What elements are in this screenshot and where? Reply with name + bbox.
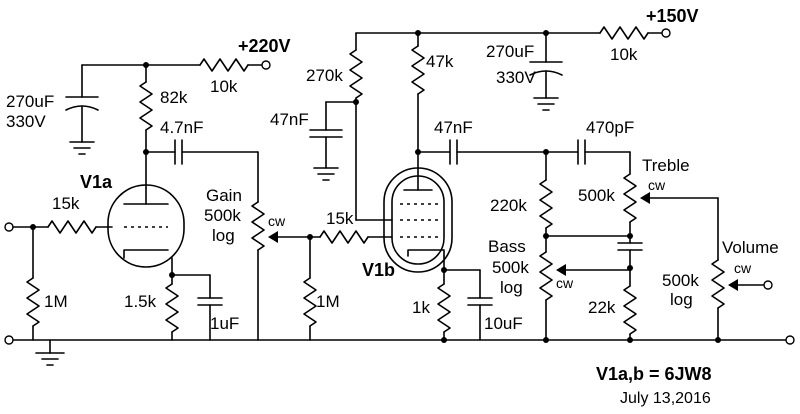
tube-v1b xyxy=(383,167,453,273)
treble-pot-cw: cw xyxy=(648,177,666,193)
c-supply-right-label: 270uF xyxy=(486,42,534,61)
r-grid2-label: 1M xyxy=(316,292,340,311)
c-cathode2-label: 10uF xyxy=(484,314,523,333)
r-slope-label: 220k xyxy=(490,196,527,215)
input-jack xyxy=(4,222,49,232)
volume-pot-taper: log xyxy=(670,290,693,309)
r-supply-right-label: 10k xyxy=(610,45,638,64)
r-cathode2-label: 1k xyxy=(412,298,430,317)
r-gridstop1-label: 15k xyxy=(52,194,80,213)
treble-pot-name: Treble xyxy=(642,156,690,175)
schematic-date: July 13,2016 xyxy=(620,390,711,407)
tube-v1a xyxy=(107,184,185,268)
c-treble-label: 470pF xyxy=(586,118,634,137)
c-couple2-label: 47nF xyxy=(434,118,473,137)
r-grid1-label: 1M xyxy=(44,292,68,311)
gain-pot-cw: cw xyxy=(268,213,286,229)
bass-pot-name: Bass xyxy=(488,237,526,256)
gain-pot-name: Gain xyxy=(206,186,242,205)
rail-150v-label: +150V xyxy=(646,6,699,26)
rail-220v-label: +220V xyxy=(238,36,291,56)
volume-pot-name: Volume xyxy=(722,238,779,257)
c-couple1-label: 4.7nF xyxy=(160,118,203,137)
r-cathode1-label: 1.5k xyxy=(124,292,157,311)
r-gridstop2-label: 15k xyxy=(326,209,354,228)
r-plate1-label: 82k xyxy=(160,88,188,107)
bass-pot-taper: log xyxy=(500,278,523,297)
bass-pot-value: 500k xyxy=(492,258,529,277)
c-supply-left-label: 270uF xyxy=(6,92,54,111)
volume-pot-cw: cw xyxy=(734,260,752,276)
c-cathode1-label: 1uF xyxy=(210,314,239,333)
tube-v1b-label: V1b xyxy=(362,260,395,280)
supply-220v xyxy=(65,58,271,155)
c-supply-right-voltage: 330V xyxy=(496,68,536,87)
ground-bus xyxy=(4,335,795,366)
r-supply-left-label: 10k xyxy=(210,77,238,96)
tube-type-note: V1a,b = 6JW8 xyxy=(596,364,712,384)
gain-pot-value: 500k xyxy=(204,206,241,225)
treble-pot-value: 500k xyxy=(578,186,615,205)
r-plate2-label: 47k xyxy=(426,52,454,71)
volume-pot-value: 500k xyxy=(662,271,699,290)
volume-wiring xyxy=(711,259,773,343)
c-supply-left-voltage: 330V xyxy=(6,112,46,131)
r-screen-label: 270k xyxy=(306,66,343,85)
c-decouple-label: 47nF xyxy=(270,110,309,129)
bass-pot-cw: cw xyxy=(556,275,574,291)
gain-pot-taper: log xyxy=(212,226,235,245)
stage1-wiring xyxy=(26,64,311,341)
supply-150v xyxy=(529,32,563,111)
tonestack-wiring xyxy=(539,139,719,343)
r-mid-label: 22k xyxy=(588,298,616,317)
stage2-wiring xyxy=(303,26,671,343)
tube-v1a-label: V1a xyxy=(80,172,113,192)
